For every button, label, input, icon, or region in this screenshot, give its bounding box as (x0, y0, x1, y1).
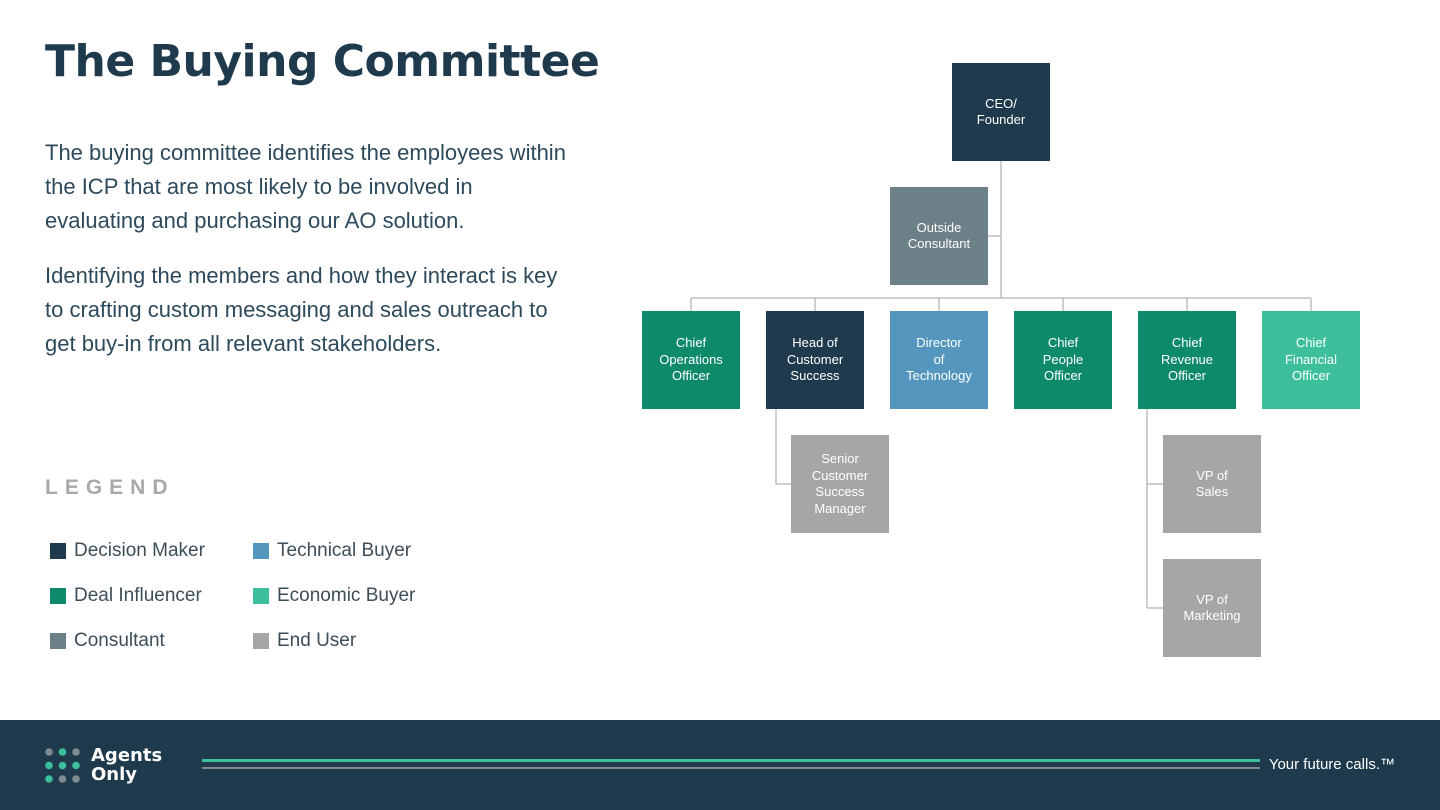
node-label: VP of Marketing (1183, 591, 1241, 624)
legend-swatch (253, 543, 269, 559)
footer-tagline: Your future calls.™ (1268, 756, 1395, 773)
logo-text: Agents Only (91, 745, 163, 785)
legend-item-end-user: End User (253, 629, 356, 653)
legend-label: Economic Buyer (277, 585, 416, 606)
legend-swatch (50, 588, 66, 604)
node-label: Chief Financial Officer (1284, 335, 1338, 384)
org-chart-connectors (690, 161, 1312, 609)
node-coo: Chief Operations Officer (642, 311, 740, 409)
node-director-technology: Director of Technology (890, 311, 988, 409)
node-label: Outside Consultant (907, 219, 971, 252)
legend-label: Deal Influencer (74, 585, 202, 606)
node-label: CEO/ Founder (976, 95, 1026, 128)
node-label: Chief Revenue Officer (1160, 335, 1214, 384)
node-label: VP of Sales (1195, 467, 1229, 500)
node-cro: Chief Revenue Officer (1138, 311, 1236, 409)
node-ceo: CEO/ Founder (952, 63, 1050, 161)
legend-label: Consultant (74, 630, 165, 651)
node-label: Director of Technology (906, 335, 972, 384)
node-label: Chief People Officer (1042, 335, 1084, 384)
legend-label: End User (277, 630, 357, 651)
node-cpo: Chief People Officer (1014, 311, 1112, 409)
legend-item-technical-buyer: Technical Buyer (253, 539, 411, 563)
node-label: Chief Operations Officer (659, 335, 723, 384)
legend-label: Decision Maker (74, 540, 205, 561)
node-head-customer-success: Head of Customer Success (766, 311, 864, 409)
legend-swatch (253, 633, 269, 649)
node-vp-marketing: VP of Marketing (1163, 559, 1261, 657)
intro-paragraph: The buying committee identifies the empl… (45, 140, 566, 233)
legend-item-deal-influencer: Deal Influencer (50, 584, 202, 608)
legend-swatch (253, 588, 269, 604)
connector-senior-csm (775, 409, 791, 485)
legend-swatch (50, 633, 66, 649)
node-vp-sales: VP of Sales (1163, 435, 1261, 533)
legend-heading: LEGEND (45, 476, 175, 499)
node-outside-consultant: Outside Consultant (890, 187, 988, 285)
legend-label: Technical Buyer (277, 540, 412, 561)
node-cfo: Chief Financial Officer (1262, 311, 1360, 409)
page-title: The Buying Committee (45, 36, 600, 87)
node-label: Senior Customer Success Manager (811, 451, 869, 516)
legend-swatch (50, 543, 66, 559)
detail-paragraph: Identifying the members and how they int… (45, 263, 558, 356)
footer-bar (0, 720, 1440, 810)
node-senior-csm: Senior Customer Success Manager (791, 435, 889, 533)
legend-item-economic-buyer: Economic Buyer (253, 584, 415, 608)
logo-dots-icon (45, 748, 80, 783)
legend-item-decision-maker: Decision Maker (50, 539, 205, 563)
node-label: Head of Customer Success (786, 335, 844, 384)
legend-item-consultant: Consultant (50, 629, 165, 653)
footer-divider-lines (202, 759, 1260, 769)
